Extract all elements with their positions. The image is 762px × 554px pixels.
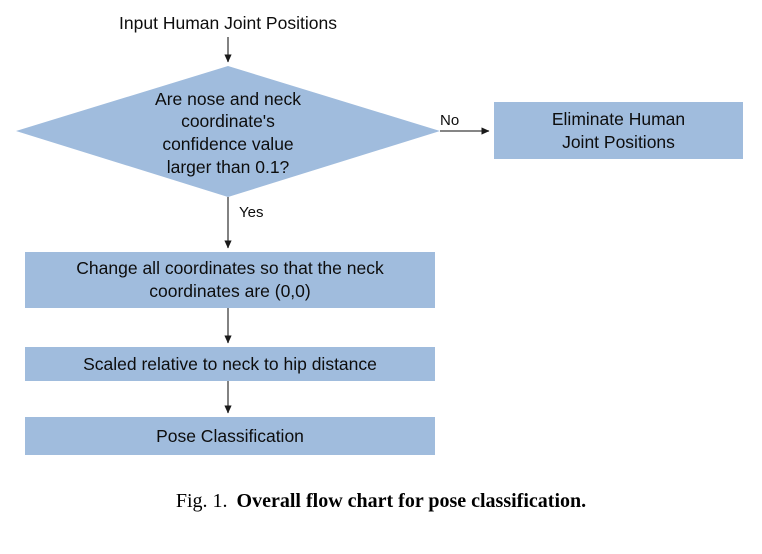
edge-label-no-text: No	[440, 112, 460, 129]
process-node-change-coordinates-text: Change all coordinates so that the neck …	[76, 258, 384, 301]
edge-label-yes: Yes	[239, 204, 263, 221]
process-node-pose-classification-text: Pose Classification	[156, 425, 304, 446]
process-node-change-coordinates: Change all coordinates so that the neck …	[25, 252, 435, 308]
figure-caption-title: Overall flow chart for pose classificati…	[236, 490, 587, 512]
figure-caption-number: Fig. 1.	[175, 490, 228, 512]
process-node-pose-classification: Pose Classification	[25, 417, 435, 455]
process-node-scaled-text: Scaled relative to neck to hip distance	[83, 353, 377, 374]
process-node-scaled: Scaled relative to neck to hip distance	[25, 347, 435, 381]
process-node-eliminate-text: Eliminate Human Joint Positions	[551, 108, 686, 152]
process-node-eliminate: Eliminate Human Joint Positions	[494, 102, 743, 159]
edge-label-yes-text: Yes	[239, 204, 264, 221]
start-label-text: Input Human Joint Positions	[119, 12, 337, 33]
decision-node-text: Are nose and neck coordinate's confidenc…	[155, 88, 301, 177]
figure-caption: Fig. 1. Overall flow chart for pose class…	[0, 490, 762, 513]
start-label: Input Human Joint Positions	[68, 10, 388, 36]
edge-label-no: No	[440, 112, 459, 129]
decision-node: Are nose and neck coordinate's confidenc…	[70, 78, 386, 188]
